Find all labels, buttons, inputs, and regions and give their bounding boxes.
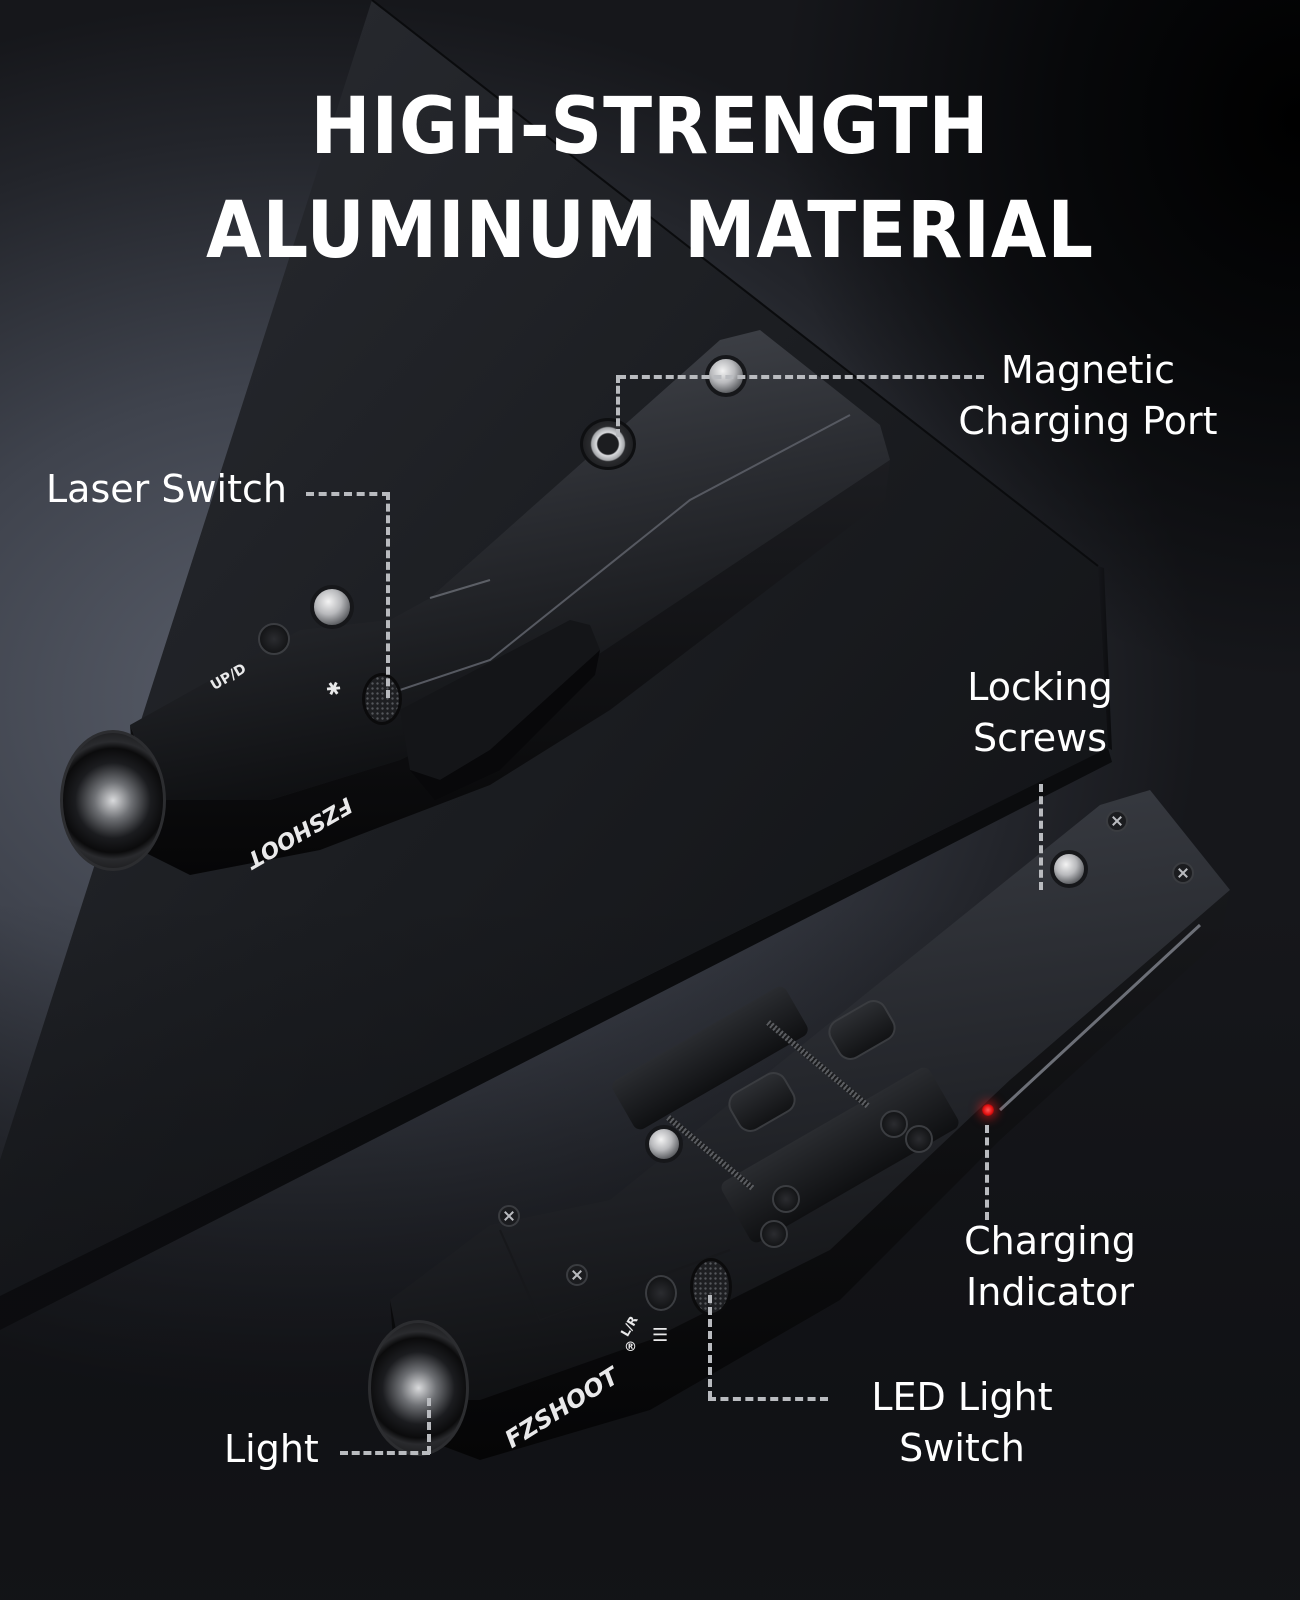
- leader-charging-vertical: [985, 1125, 989, 1220]
- headline-line-1: HIGH-STRENGTH: [310, 82, 990, 172]
- mount-bolt-1: [880, 1110, 908, 1138]
- callout-laser-line1: Laser Switch: [46, 467, 287, 511]
- leader-led-vertical: [708, 1295, 712, 1399]
- windage-adjust-dial-bottom: [645, 1275, 677, 1311]
- phillips-screw-1: [1106, 810, 1128, 832]
- bottom-light-lens: [368, 1320, 469, 1456]
- leader-magnetic-horizontal: [618, 375, 984, 379]
- top-light-lens: [60, 730, 166, 871]
- registered-mark: ®: [624, 1340, 637, 1355]
- headline-line-2: ALUMINUM MATERIAL: [205, 186, 1095, 276]
- leader-locking-vertical: [1039, 784, 1043, 890]
- top-hex-screw-front: [310, 585, 354, 629]
- led-light-symbol-icon: ☰: [652, 1325, 669, 1346]
- callout-locking-screws: Locking Screws: [955, 662, 1125, 765]
- magnetic-charging-port: [580, 418, 636, 470]
- locking-screw-rear: [1050, 850, 1088, 888]
- windage-adjust-dial: [258, 623, 290, 655]
- leader-magnetic-vertical: [616, 375, 620, 437]
- callout-light: Light: [224, 1424, 319, 1475]
- phillips-screw-2: [1172, 862, 1194, 884]
- callout-charging-line2: Indicator: [966, 1270, 1134, 1315]
- top-device-body: [130, 330, 890, 875]
- bottom-device: FZSHOOT ® L/R ☰: [360, 780, 1260, 1480]
- callout-charging-line1: Charging: [964, 1219, 1136, 1263]
- top-device: UP/D FZSHOOT ✱: [60, 330, 950, 890]
- callout-magnetic-line2: Charging Port: [958, 399, 1218, 444]
- callout-led-line1: LED Light: [871, 1375, 1053, 1419]
- callout-led-light-switch: LED Light Switch: [862, 1372, 1062, 1475]
- callout-magnetic-line1: Magnetic: [1000, 348, 1175, 392]
- callout-locking-line2: Screws: [972, 716, 1108, 761]
- mount-bolt-4: [760, 1220, 788, 1248]
- leader-light-horizontal: [340, 1451, 430, 1455]
- bottom-device-body: [390, 790, 1230, 1460]
- callout-locking-line1: Locking: [967, 665, 1113, 709]
- callout-charging-indicator: Charging Indicator: [940, 1216, 1160, 1319]
- phillips-screw-4: [566, 1264, 588, 1286]
- leader-led-horizontal: [708, 1397, 828, 1401]
- callout-light-line1: Light: [224, 1427, 319, 1471]
- callout-laser-switch: Laser Switch: [46, 464, 287, 515]
- charging-indicator-led: [982, 1104, 994, 1116]
- callout-led-line2: Switch: [899, 1426, 1025, 1471]
- leader-light-vertical: [427, 1398, 431, 1454]
- mount-bolt-2: [905, 1125, 933, 1153]
- callout-magnetic-charging-port: Magnetic Charging Port: [948, 345, 1228, 448]
- phillips-screw-3: [498, 1205, 520, 1227]
- leader-laser-vertical: [386, 492, 390, 698]
- mount-bolt-3: [772, 1185, 800, 1213]
- locking-screw-front: [645, 1125, 683, 1163]
- leader-laser-horizontal: [306, 492, 390, 496]
- laser-switch-button[interactable]: [362, 673, 402, 725]
